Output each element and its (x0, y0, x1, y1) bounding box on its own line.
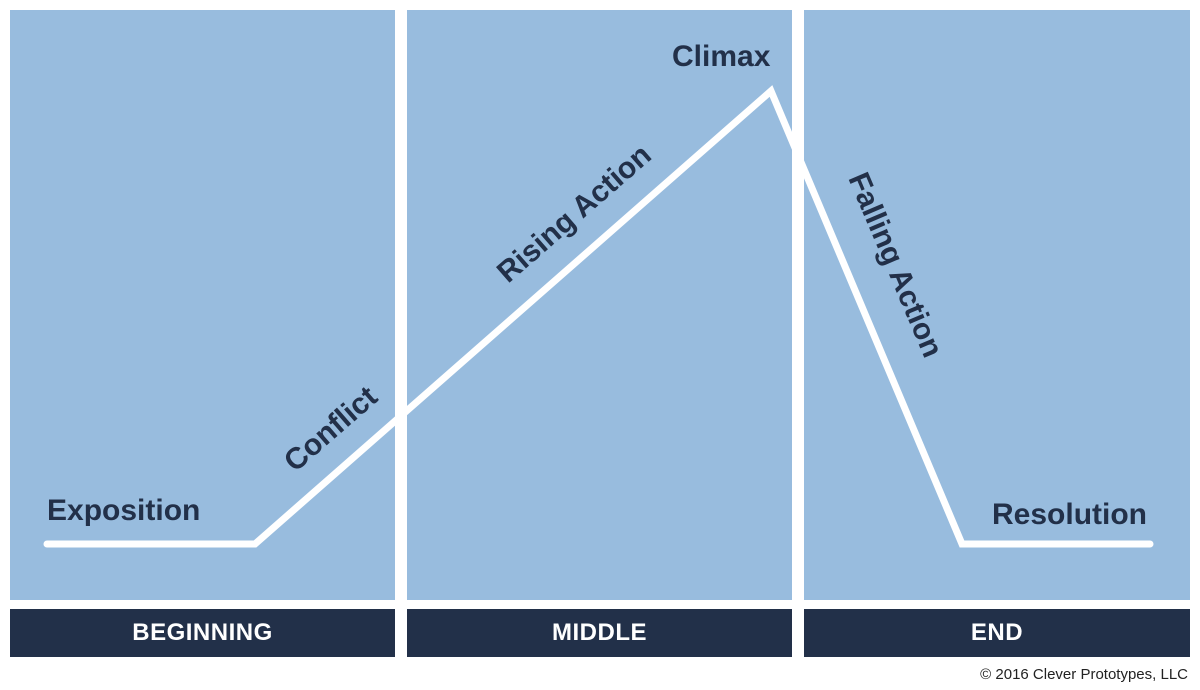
conflict-label: Conflict (278, 380, 384, 478)
end-panel (804, 10, 1190, 600)
falling-action-label: Falling Action (842, 168, 949, 362)
middle-section-label: MIDDLE (552, 619, 647, 646)
beginning-section-bar: BEGINNING (10, 609, 395, 657)
copyright-notice: © 2016 Clever Prototypes, LLC (980, 666, 1188, 683)
resolution-label: Resolution (992, 498, 1147, 531)
end-section-label: END (970, 619, 1024, 646)
story-arc-line (43, 85, 1154, 548)
beginning-section-label: BEGINNING (132, 619, 273, 646)
climax-label: Climax (672, 40, 771, 73)
exposition-label: Exposition (47, 494, 200, 527)
beginning-panel (10, 10, 395, 600)
end-section-bar: END (804, 609, 1190, 657)
middle-panel (407, 10, 792, 600)
middle-section-bar: MIDDLE (407, 609, 792, 657)
